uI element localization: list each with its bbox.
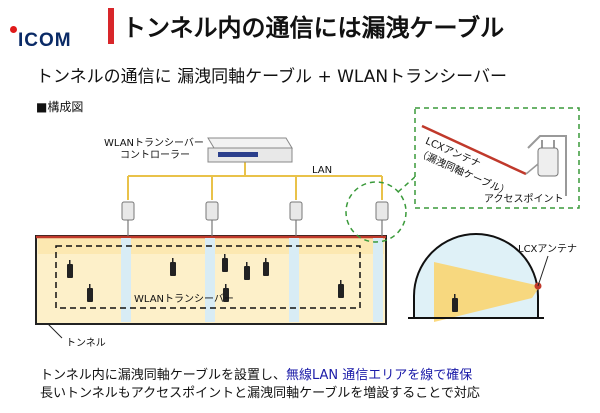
coverage-area bbox=[55, 245, 361, 309]
access-point-detail bbox=[537, 147, 559, 177]
access-points bbox=[121, 201, 389, 221]
icom-logo: ICOM bbox=[8, 16, 88, 52]
controller-label-1: WLANトランシーバー bbox=[104, 138, 204, 149]
section-label: ■構成図 bbox=[36, 100, 84, 114]
title-accent-bar bbox=[108, 8, 114, 44]
radio-icons bbox=[67, 254, 344, 302]
page-title: トンネル内の通信には漏洩ケーブル bbox=[122, 14, 505, 42]
controller-label-2: コントローラー bbox=[120, 150, 190, 161]
lcx-cable-detail bbox=[421, 124, 527, 176]
page-subtitle: トンネルの通信に 漏洩同軸ケーブル + WLANトランシーバー bbox=[36, 67, 507, 87]
lan-wiring bbox=[127, 162, 383, 200]
lcx-antenna-label: LCXアンテナ bbox=[518, 244, 578, 255]
tunnel-cross-section bbox=[408, 233, 549, 322]
brand-name: ICOM bbox=[18, 30, 72, 51]
ap-drops bbox=[121, 238, 383, 322]
caption-line-2: 長いトンネルもアクセスポイントと漏洩同軸ケーブルを増設することで対応 bbox=[40, 386, 480, 401]
lan-label: LAN bbox=[312, 165, 333, 176]
callout-circle bbox=[345, 181, 407, 243]
caption-line-1-prefix: トンネル内に漏洩同軸ケーブルを設置し、 bbox=[40, 368, 286, 383]
access-point-label: アクセスポイント bbox=[484, 194, 564, 205]
controller-device bbox=[207, 137, 293, 163]
logo-dot bbox=[10, 26, 17, 33]
caption-line-1: トンネル内に漏洩同軸ケーブルを設置し、無線LAN 通信エリアを線で確保 bbox=[40, 364, 472, 383]
transceiver-label: WLANトランシーバー bbox=[134, 294, 234, 305]
tunnel-label: トンネル bbox=[66, 338, 106, 349]
caption-line-1-highlight: 無線LAN 通信エリアを線で確保 bbox=[285, 368, 473, 383]
